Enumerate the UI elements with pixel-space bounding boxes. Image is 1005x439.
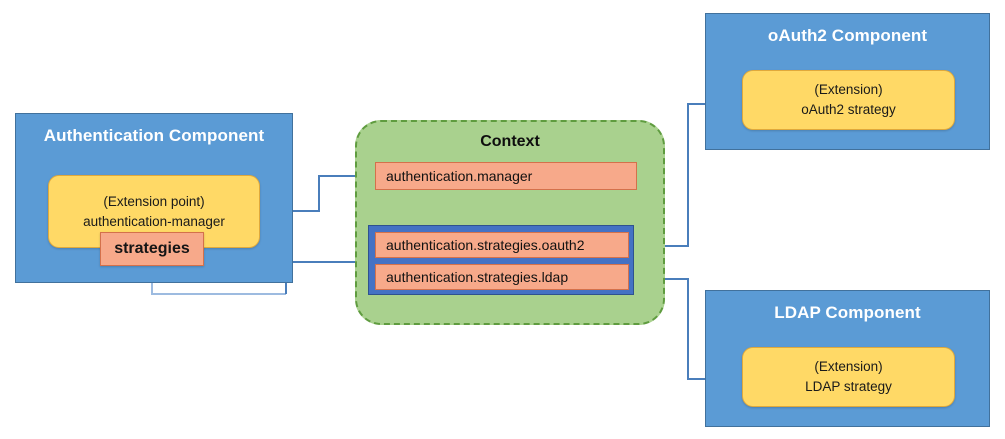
authentication-component-title: Authentication Component: [43, 126, 265, 145]
oauth2-component-title: oAuth2 Component: [767, 26, 928, 45]
strategies-chip[interactable]: strategies: [100, 232, 204, 266]
authentication-extension-point-line1: (Extension point): [103, 193, 205, 209]
context-title: Context: [480, 133, 540, 150]
ldap-extension-line2: LDAP strategy: [805, 379, 892, 394]
ldap-extension-box[interactable]: (Extension) LDAP strategy: [742, 347, 955, 407]
connector-extpoint-to-manager-seg2: [318, 175, 320, 211]
oauth2-extension-box[interactable]: (Extension) oAuth2 strategy: [742, 70, 955, 130]
service-authentication-strategies-ldap[interactable]: authentication.strategies.ldap: [375, 264, 629, 290]
connector-extpoint-to-manager-seg3: [318, 175, 370, 177]
connector-oauth2-seg2: [687, 103, 689, 246]
connector-strategies-seg2: [151, 293, 286, 295]
service-authentication-strategies-oauth2[interactable]: authentication.strategies.oauth2: [375, 232, 629, 258]
ldap-extension-line1: (Extension): [814, 359, 883, 375]
oauth2-extension-line2: oAuth2 strategy: [801, 102, 896, 117]
ldap-component-title: LDAP Component: [774, 303, 921, 322]
service-authentication-manager[interactable]: authentication.manager: [375, 162, 637, 190]
authentication-extension-point-line2: authentication-manager: [83, 213, 225, 229]
connector-strategies-seg4: [285, 261, 370, 263]
oauth2-extension-line1: (Extension): [814, 82, 883, 98]
connector-ldap-seg2: [687, 278, 689, 379]
